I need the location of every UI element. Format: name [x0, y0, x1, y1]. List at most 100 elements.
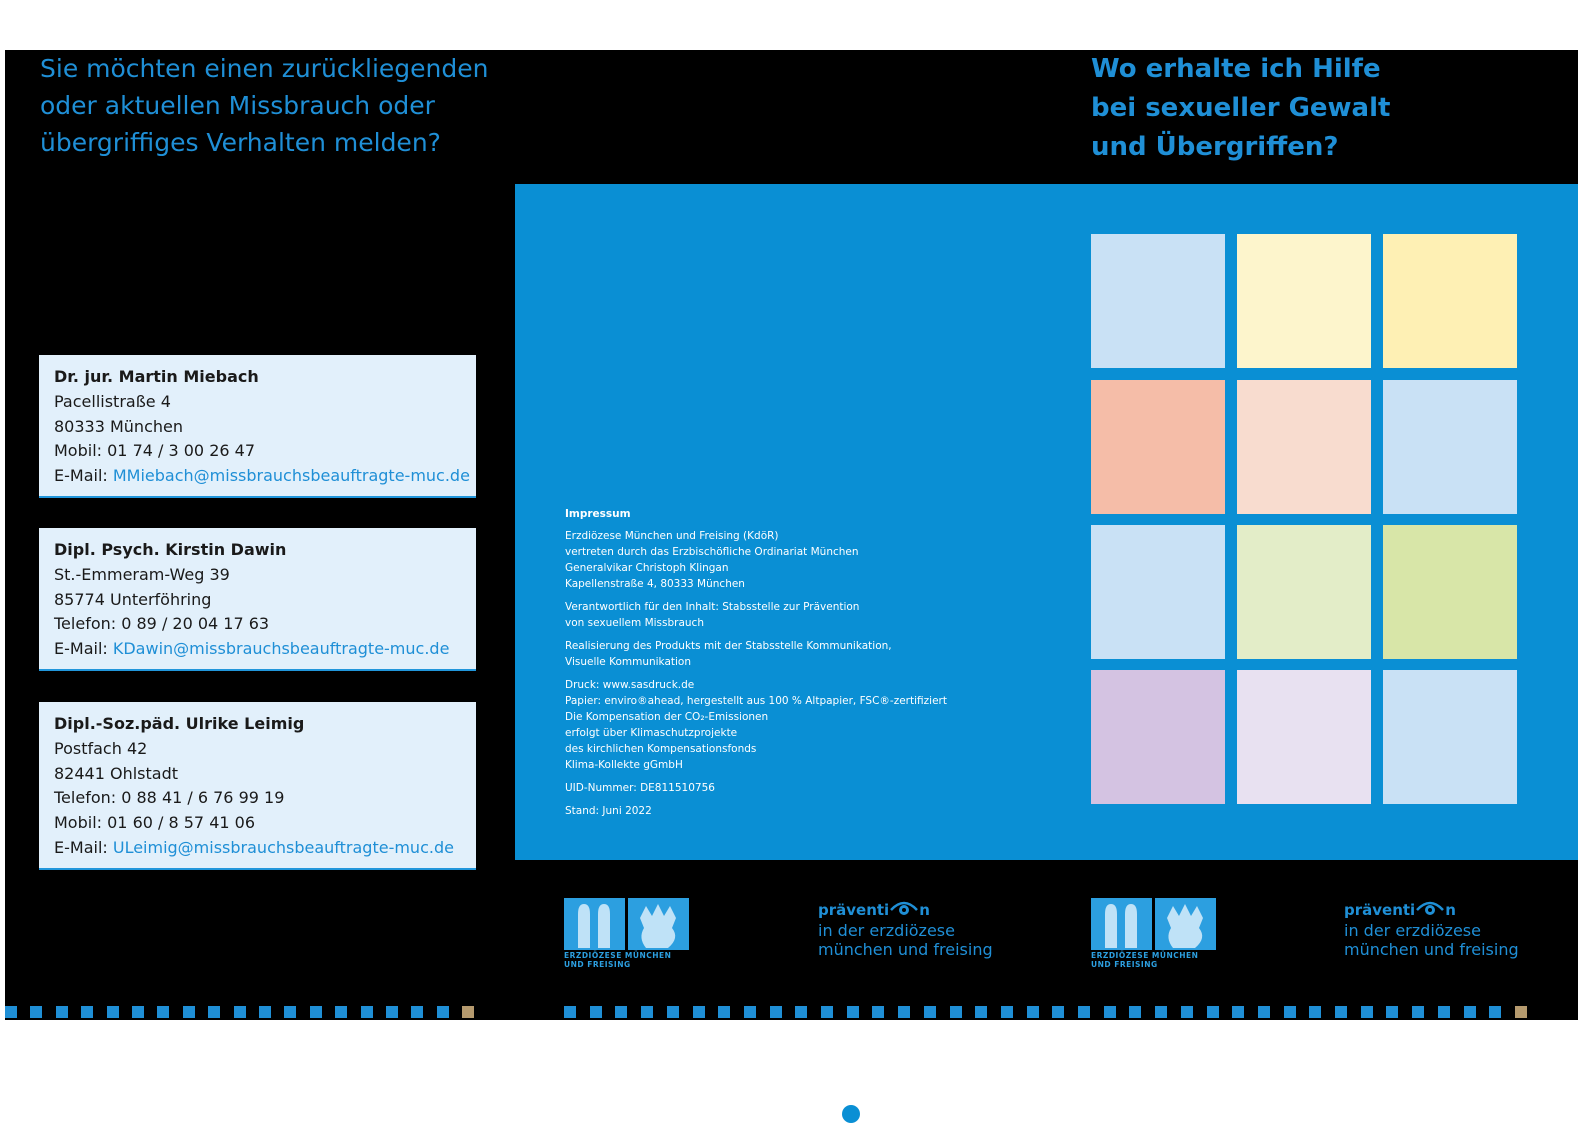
dot [335, 1006, 348, 1018]
dot [872, 1006, 885, 1018]
headline-right-line: bei sexueller Gewalt [1091, 93, 1391, 123]
email-label: E-Mail: [54, 466, 113, 486]
impressum-realisation: Realisierung des Produkts mit der Stabss… [565, 638, 985, 670]
dot [81, 1006, 94, 1018]
dot [360, 1006, 373, 1018]
impressum-date: Stand: Juni 2022 [565, 803, 985, 819]
impressum-line: Verantwortlich für den Inhalt: Stabsstel… [565, 601, 860, 613]
dot [1360, 1006, 1373, 1018]
erzdioezese-caption-line: ERZDIÖZESE MÜNCHEN [564, 951, 672, 960]
impressum-line: erfolgt über Klimaschutzprojekte [565, 727, 738, 739]
color-tile [1091, 380, 1225, 514]
email-link[interactable]: MMiebach@missbrauchsbeauftragte-muc.de [112, 466, 470, 486]
contact-email-row: E-Mail: KDawin@missbrauchsbeauftragte-mu… [54, 637, 468, 662]
dot [1180, 1006, 1193, 1018]
email-label: E-Mail: [54, 837, 113, 857]
dot [1026, 1006, 1039, 1018]
headline-left-line: übergriffiges Verhalten melden? [40, 128, 441, 157]
impressum-uid: UID-Nummer: DE811510756 [565, 780, 985, 796]
klima-kollekte-icon [830, 1066, 872, 1135]
dot [1463, 1006, 1476, 1018]
erzdioezese-caption-line: UND FREISING [564, 960, 631, 969]
headline-right-line: Wo erhalte ich Hilfe [1091, 54, 1381, 84]
praevention-logo: präventi n in der erzdiözese münchen und … [818, 900, 1028, 970]
color-tile [1091, 234, 1225, 368]
dot [615, 1006, 628, 1018]
dot [923, 1006, 936, 1018]
impressum-line: Realisierung des Produkts mit der Stabss… [565, 640, 892, 652]
dot [436, 1006, 449, 1018]
email-label: E-Mail: [54, 639, 113, 659]
dot [743, 1006, 756, 1018]
dot [795, 1006, 808, 1018]
dot [1129, 1006, 1142, 1018]
praevention-line3: münchen und freising [1344, 940, 1519, 959]
color-tile [1383, 670, 1517, 804]
impressum-line: Klima-Kollekte gGmbH [565, 759, 683, 771]
impressum-print: Druck: www.sasdruck.de Papier: enviro®ah… [565, 677, 985, 773]
impressum-line: Die Kompensation der CO₂-Emissionen [565, 711, 769, 723]
impressum-line: von sexuellem Missbrauch [565, 617, 704, 629]
contact-name: Dipl. Psych. Kirstin Dawin [54, 540, 287, 559]
impressum: Impressum Erzdiözese München und Freisin… [565, 506, 985, 1140]
contact-mobile: Mobil: 01 60 / 8 57 41 06 [54, 813, 255, 833]
dot [1206, 1006, 1219, 1018]
impressum-line: Generalvikar Christoph Klingan [565, 562, 729, 574]
dot-gold [1514, 1006, 1527, 1018]
dot [1103, 1006, 1116, 1018]
headline-right-line: und Übergriffen? [1091, 132, 1339, 162]
dot [411, 1006, 424, 1018]
dot [1489, 1006, 1502, 1018]
eye-icon [889, 900, 919, 919]
color-tile [1237, 234, 1371, 368]
dot [30, 1006, 43, 1018]
dot [106, 1006, 119, 1018]
color-tile [1237, 670, 1371, 804]
praevention-word-part: n [919, 901, 930, 919]
contact-phone: Mobil: 01 74 / 3 00 26 47 [54, 441, 255, 461]
headline-left-line: Sie möchten einen zurückliegenden [40, 54, 489, 83]
dot [718, 1006, 731, 1018]
dot [284, 1006, 297, 1018]
email-link[interactable]: KDawin@missbrauchsbeauftragte-muc.de [112, 639, 450, 659]
contact-address: Pacellistraße 4 [54, 391, 171, 411]
contact-name: Dipl.-Soz.päd. Ulrike Leimig [54, 714, 305, 733]
contact-phone: Telefon: 0 89 / 20 04 17 63 [54, 614, 270, 634]
email-link[interactable]: ULeimig@missbrauchsbeauftragte-muc.de [112, 837, 454, 857]
praevention-word-part: präventi [818, 901, 890, 919]
dot [1283, 1006, 1296, 1018]
contact-city: 80333 München [54, 416, 183, 436]
contact-card-leimig: Dipl.-Soz.päd. Ulrike Leimig Postfach 42… [39, 702, 476, 870]
frauenkirche-icon [564, 898, 625, 950]
klima-subtitle: Kirchlicher Kompensationsfonds [877, 1134, 965, 1140]
impressum-line: vertreten durch das Erzbischöfliche Ordi… [565, 546, 859, 558]
moor-crown-icon [628, 898, 689, 950]
impressum-line: Druck: www.sasdruck.de [565, 679, 695, 691]
dot-gold [462, 1006, 475, 1018]
praevention-line3: münchen und freising [818, 940, 993, 959]
color-tile [1091, 670, 1225, 804]
dot [208, 1006, 221, 1018]
dot [1232, 1006, 1245, 1018]
impressum-line: des kirchlichen Kompensationsfonds [565, 743, 757, 755]
impressum-line: Kapellenstraße 4, 80333 München [565, 578, 745, 590]
dot [182, 1006, 195, 1018]
praevention-word: präventi n [818, 900, 930, 919]
erzdioezese-caption-line: ERZDIÖZESE MÜNCHEN [1091, 951, 1199, 960]
impressum-line: UID-Nummer: DE811510756 [565, 782, 715, 794]
dot [157, 1006, 170, 1018]
contact-email-row: E-Mail: MMiebach@missbrauchsbeauftragte-… [54, 464, 470, 489]
klima-kollekte-logo: KLIMA KOLLEKTE Kirchlicher Kompensations… [829, 1066, 994, 1140]
contact-address: St.-Emmeram-Weg 39 [54, 564, 230, 584]
headline-where-help: Wo erhalte ich Hilfe bei sexueller Gewal… [1091, 50, 1511, 167]
dot [1309, 1006, 1322, 1018]
dot [821, 1006, 833, 1018]
praevention-line2: in der erzdiözese [818, 921, 955, 940]
dot [386, 1006, 398, 1018]
color-tile [1091, 525, 1225, 659]
